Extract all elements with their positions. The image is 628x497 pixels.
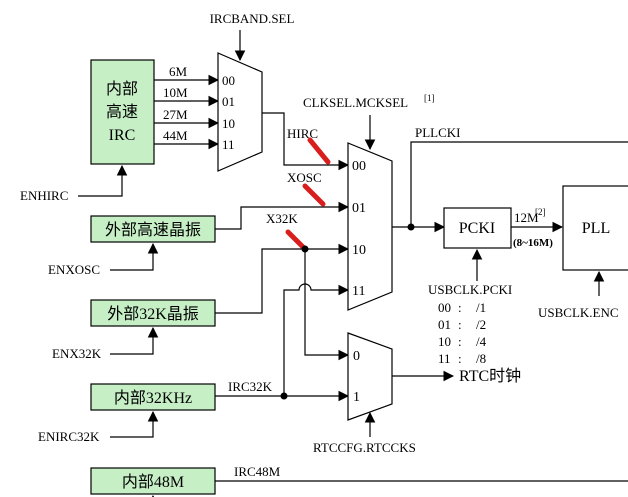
xosc-source-label: XOSC [287, 170, 322, 185]
enirc32k-label: ENIRC32K [38, 429, 100, 444]
pcki-div-2: /4 [476, 334, 487, 349]
rtc-mux: 0 1 RTCCFG.RTCCKS [313, 332, 416, 455]
clksel-in-01: 01 [352, 201, 366, 216]
usbclk-pcki-label: USBCLK.PCKI [428, 282, 512, 297]
pcki-code-3: 11 [438, 351, 451, 366]
ircband-in-11: 11 [222, 137, 235, 152]
clksel-in-10: 10 [352, 243, 366, 258]
clksel-in-11: 11 [352, 284, 365, 299]
irc-hs-line-2: 高速 [106, 103, 138, 121]
irc32k-block-label: 内部32KHz [114, 389, 192, 407]
irc32k-block: 内部32KHz [90, 383, 216, 411]
xosc-label: 外部高速晶振 [105, 221, 201, 239]
pcki-colon-3: : [458, 351, 462, 366]
irc-hs-line-1: 内部 [106, 80, 138, 98]
pcki-div-0: /1 [476, 300, 486, 315]
x32k-highlight [285, 229, 307, 251]
pcki-block: PCKI [443, 207, 512, 249]
irc48m-signal-label: IRC48M [234, 464, 281, 479]
pcki-colon-0: : [458, 300, 462, 315]
enhirc-label: ENHIRC [20, 188, 68, 203]
clk12m-label: 12M [514, 210, 539, 225]
pll-input-range: (8~16M) [513, 237, 553, 249]
ircband-in-01: 01 [222, 94, 235, 109]
x32k-block: 外部32K晶振 [90, 299, 216, 327]
freq-27m: 27M [163, 107, 188, 122]
ircband-in-00: 00 [222, 73, 235, 88]
clksel-note: [1] [424, 93, 435, 103]
pcki-label: PCKI [459, 220, 495, 237]
pllcki-line [410, 141, 628, 227]
pcki-code-1: 01 [438, 317, 451, 332]
freq-44m: 44M [163, 128, 188, 143]
hirc-highlight [307, 137, 331, 165]
pcki-code-0: 00 [438, 300, 451, 315]
irc32k-signal-label: IRC32K [228, 379, 273, 394]
irc-high-speed-block: 内部 高速 IRC [90, 59, 155, 165]
pcki-colon-2: : [458, 334, 462, 349]
pll-label: PLL [582, 220, 610, 237]
enirc32k-enable: ENIRC32K [38, 410, 159, 444]
x32k-line [215, 243, 350, 314]
usbclk-enc-label: USBCLK.ENC [538, 305, 619, 320]
freq-10m: 10M [163, 85, 188, 100]
x32k-rtc-line [304, 249, 350, 361]
xosc-highlight [302, 183, 326, 207]
pllcki-label: PLLCKI [415, 125, 461, 140]
pll-block: PLL [562, 185, 628, 271]
irc48m-block: 内部48M [90, 467, 216, 495]
hirc-line [262, 112, 350, 171]
irc-hs-line-3: IRC [109, 127, 136, 144]
clk12m-note: [2] [535, 207, 546, 217]
pcki-div-1: /2 [476, 317, 486, 332]
clksel-select-label: CLKSEL.MCKSEL [303, 95, 408, 110]
enxosc-enable: ENXOSC [48, 242, 159, 277]
rtc-in-1: 1 [353, 390, 360, 405]
xosc-line [215, 201, 350, 230]
rtc-select-label: RTCCFG.RTCCKS [313, 440, 416, 455]
clksel-mux: 00 01 10 11 CLKSEL.MCKSEL [1] [303, 93, 435, 311]
enxosc-label: ENXOSC [48, 262, 100, 277]
clksel-in-00: 00 [352, 159, 366, 174]
pcki-colon-1: : [458, 317, 462, 332]
enx32k-label: ENX32K [52, 346, 102, 361]
irc32k-clksel-line [283, 283, 350, 396]
pcki-code-2: 10 [438, 334, 451, 349]
pcki-div-3: /8 [476, 351, 486, 366]
rtc-in-0: 0 [353, 349, 360, 364]
x32k-block-label: 外部32K晶振 [107, 305, 199, 323]
xosc-block: 外部高速晶振 [90, 215, 216, 243]
freq-6m: 6M [169, 64, 188, 79]
enx32k-enable: ENX32K [52, 326, 159, 361]
ircband-mux: 00 01 10 11 IRCBAND.SEL [210, 11, 295, 172]
hirc-label: HIRC [287, 126, 318, 141]
ircband-input-lines: 6M 10M 27M 44M [154, 64, 220, 150]
ircband-in-10: 10 [222, 116, 235, 131]
x32k-source-label: X32K [266, 211, 298, 226]
pcki-divider-table: 00 : /1 01 : /2 10 : /4 11 : /8 [438, 300, 487, 366]
irc48m-block-label: 内部48M [122, 473, 184, 491]
rtc-clock-label: RTC时钟 [459, 367, 521, 385]
enhirc-enable: ENHIRC [20, 164, 128, 203]
ircband-select-label: IRCBAND.SEL [210, 11, 295, 26]
